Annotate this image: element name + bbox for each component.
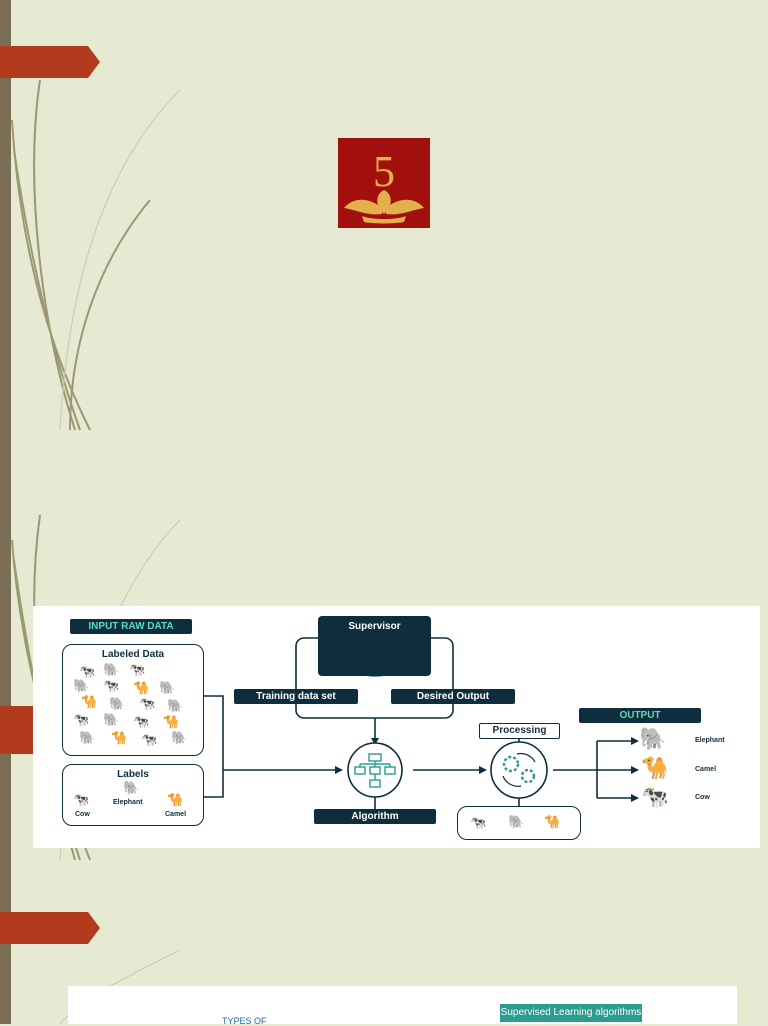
labeled-data-title: Labeled Data: [101, 649, 165, 660]
supervised-algorithms-label: Supervised Learning algorithms: [500, 1004, 642, 1022]
labels-box: Labels 🐄 🐘 🐪 Cow Elephant Camel: [62, 764, 204, 826]
elephant-icon: 🐘: [109, 696, 126, 711]
lotus-five-emblem-icon: 5: [338, 138, 430, 228]
supervisor-title: Supervisor: [348, 621, 401, 632]
camel-icon: 🐪: [544, 814, 561, 829]
supervisor-panel: Supervisor: [318, 616, 431, 676]
left-sidebar-strip: [0, 0, 11, 1024]
elephant-icon: 🐘: [171, 730, 188, 745]
side-accent-block: [0, 706, 34, 754]
camel-icon: 🐪: [133, 680, 150, 695]
logo-numeral: 5: [373, 147, 395, 196]
cow-icon: 🐄: [139, 696, 156, 711]
cow-icon: 🐄: [103, 678, 120, 693]
elephant-icon: 🐘: [79, 730, 96, 745]
elephant-icon: 🐘: [103, 662, 120, 677]
camel-icon: 🐪: [163, 714, 180, 729]
algorithm-node-icon: [347, 742, 403, 798]
output-elephant-label: Elephant: [695, 737, 725, 744]
label-camel: Camel: [165, 811, 187, 818]
output-camel-label: Camel: [695, 766, 717, 773]
cow-icon: 🐄: [133, 714, 150, 729]
section-tab-marker: [0, 912, 100, 944]
elephant-output-icon: 🐘: [639, 726, 667, 751]
labeled-data-box: Labeled Data 🐄 🐘 🐄 🐘 🐄 🐪 🐘 🐪 🐘 🐄 🐘 🐄 🐘 🐄…: [62, 644, 204, 756]
elephant-icon: 🐘: [73, 678, 90, 693]
algorithm-label: Algorithm: [314, 809, 436, 824]
processing-gears-icon: [490, 741, 548, 799]
elephant-icon: 🐘: [167, 698, 184, 713]
test-data-box: 🐄 🐘 🐪: [457, 806, 581, 840]
section-tab-marker: [0, 46, 100, 78]
elephant-icon: 🐘: [159, 680, 176, 695]
cow-icon: 🐄: [73, 792, 90, 807]
decorative-curves: [11, 79, 181, 1024]
camel-output-icon: 🐪: [641, 755, 669, 780]
camel-icon: 🐪: [167, 792, 184, 807]
cow-icon: 🐄: [470, 815, 487, 830]
desired-output-label: Desired Output: [391, 689, 515, 704]
elephant-icon: 🐘: [103, 712, 120, 727]
label-elephant: Elephant: [113, 799, 143, 806]
cow-icon: 🐄: [79, 664, 96, 679]
training-data-set-label: Training data set: [234, 689, 358, 704]
partial-heading: TYPES OF: [222, 1016, 267, 1026]
camel-icon: 🐪: [81, 694, 98, 709]
output-cow-label: Cow: [695, 794, 710, 801]
processing-label: Processing: [479, 723, 560, 739]
input-raw-data-header: INPUT RAW DATA: [70, 619, 192, 634]
label-cow: Cow: [75, 811, 90, 818]
elephant-icon: 🐘: [123, 780, 140, 795]
bottom-slide-card: TYPES OF Supervised Learning algorithms: [68, 986, 737, 1026]
output-header: OUTPUT: [579, 708, 701, 723]
labels-title: Labels: [117, 769, 149, 780]
camel-icon: 🐪: [111, 730, 128, 745]
cow-icon: 🐄: [141, 732, 158, 747]
supervised-learning-diagram: INPUT RAW DATA Labeled Data 🐄 🐘 🐄 🐘 🐄 🐪 …: [33, 606, 760, 848]
cow-icon: 🐄: [73, 712, 90, 727]
cow-output-icon: 🐄: [641, 784, 669, 809]
elephant-icon: 🐘: [508, 814, 525, 829]
cow-icon: 🐄: [129, 662, 146, 677]
